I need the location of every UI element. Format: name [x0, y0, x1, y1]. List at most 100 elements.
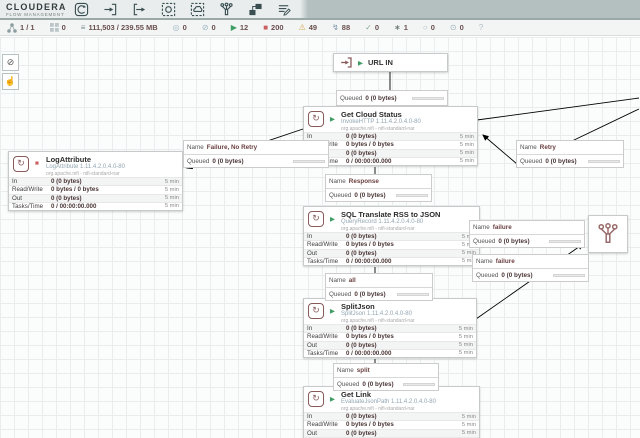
processor-glyph-icon: ↻: [308, 211, 324, 227]
processor-type: InvokeHTTP 1.11.4.2.0.4.0-80: [341, 119, 421, 125]
connection-label-failure-1[interactable]: Namefailure Queued0 (0 bytes): [469, 220, 585, 248]
stat-row-readwrite: Read/Write0 bytes / 0 bytes5 min: [304, 332, 476, 340]
not-transmitting-count: 0: [212, 23, 216, 32]
stat-row-out: Out0 (0 bytes)5 min: [304, 149, 477, 157]
input-port-glyph-icon: [340, 56, 353, 69]
processor-title: Get Cloud Status: [341, 110, 402, 119]
stat-row-in: In0 (0 bytes)5 min: [9, 177, 182, 185]
stopped-count: 200: [271, 23, 284, 32]
transmitting-icon: ◎: [173, 24, 180, 32]
processor-title: SQL Translate RSS to JSON: [341, 210, 440, 219]
remote-process-group-icon[interactable]: [190, 2, 205, 17]
asterisk-icon: ∗: [394, 24, 401, 32]
processor-icon[interactable]: [74, 2, 89, 17]
stat-row-taskstime: Tasks/Time0 / 00:00:00.0005 min: [9, 202, 182, 210]
flow-canvas[interactable]: ⊘ ☝ ▶ URL IN Queued0 (0 bytes) ↻ ▶ Get C…: [0, 37, 640, 438]
running-status: ▶12: [231, 23, 249, 32]
cloudera-logo: CLOUDERA FLOW MANAGEMENT: [0, 2, 66, 17]
stat-row-readwrite: Read/Write0 bytes / 0 bytes5 min: [304, 420, 479, 428]
template-icon[interactable]: [248, 2, 263, 17]
funnel-component[interactable]: [588, 215, 628, 253]
stat-row-out: Out0 (0 bytes)5 min: [304, 249, 479, 257]
run-status-icon: ■: [35, 160, 39, 167]
processor-title: LogAttribute: [46, 155, 91, 164]
sync-failure-count: 0: [460, 23, 464, 32]
cluster-icon: [7, 23, 17, 33]
cluster-status: 1 / 1: [7, 23, 35, 33]
processor-get-link[interactable]: ↻ ▶ Get Link EvaluateJsonPath 1.11.4.2.0…: [303, 386, 480, 438]
brand-name: CLOUDERA: [6, 2, 66, 12]
stat-row-readwrite: Read/Write0 bytes / 0 bytes5 min: [304, 140, 477, 148]
disabled-status: ↯88: [332, 23, 350, 32]
connection-label-all[interactable]: Nameall Queued0 (0 bytes): [325, 273, 433, 301]
processor-glyph-icon: ↻: [13, 156, 29, 172]
processor-logattribute[interactable]: ↻ ■ LogAttribute LogAttribute 1.11.4.2.0…: [8, 151, 183, 211]
funnel-icon[interactable]: [219, 2, 234, 17]
backpressure-bar: [397, 293, 429, 296]
up-to-date-count: 0: [375, 23, 379, 32]
stat-row-out: Out0 (0 bytes)5 min: [304, 429, 479, 437]
invalid-warning-icon: ⚠: [299, 24, 306, 32]
processor-sql-translate-rss-to-json[interactable]: ↻ ▶ SQL Translate RSS to JSON QueryRecor…: [303, 206, 480, 266]
backpressure-bar: [412, 97, 444, 100]
stopped-status: ■200: [263, 23, 283, 32]
processor-type: QueryRecord 1.11.4.2.0.4.0-80: [341, 219, 423, 225]
funnel-glyph-icon: [596, 222, 620, 246]
connection-label-split[interactable]: Namesplit Queued0 (0 bytes): [333, 363, 439, 391]
queue-icon: ≡: [81, 24, 86, 32]
run-status-icon: ▶: [330, 307, 335, 315]
run-status-icon: ▶: [330, 215, 335, 223]
connection-label-failure-2[interactable]: Namefailure Queued0 (0 bytes): [472, 254, 589, 282]
input-port-url-in[interactable]: ▶ URL IN: [333, 53, 448, 72]
port-running-icon: ▶: [358, 59, 363, 67]
invalid-count: 49: [309, 23, 317, 32]
processor-title: SplitJson: [341, 302, 375, 311]
run-status-icon: ▶: [330, 395, 335, 403]
connection-label-failure-no-retry[interactable]: NameFailure, No Retry Queued0 (0 bytes): [183, 140, 329, 168]
stat-row-in: In0 (0 bytes)5 min: [304, 232, 479, 240]
app-header: CLOUDERA FLOW MANAGEMENT: [0, 0, 640, 20]
transmitting-status: ◎0: [173, 23, 187, 32]
processor-splitjson[interactable]: ↻ ▶ SplitJson SplitJson 1.11.4.2.0.4.0-8…: [303, 298, 477, 358]
input-port-icon[interactable]: [103, 2, 118, 17]
processor-get-cloud-status[interactable]: ↻ ▶ Get Cloud Status InvokeHTTP 1.11.4.2…: [303, 106, 478, 166]
stat-row-in: In0 (0 bytes)5 min: [304, 132, 477, 140]
not-transmitting-icon: ⊘: [202, 24, 209, 32]
stat-row-taskstime: Tasks/Time0 / 00:00:00.0005 min: [304, 157, 477, 165]
sync-failure-icon: ⊙: [450, 24, 457, 32]
wire-retry-to-getcloudstatus[interactable]: [483, 135, 517, 164]
locally-modified-status: ∗1: [394, 23, 408, 32]
stat-row-out: Out0 (0 bytes)5 min: [304, 341, 476, 349]
brand-subtitle: FLOW MANAGEMENT: [6, 12, 66, 17]
label-icon[interactable]: [277, 2, 292, 17]
hand-tool-button[interactable]: ☝: [2, 73, 19, 90]
up-to-date-status: ✓0: [365, 23, 379, 32]
port-name: URL IN: [368, 58, 393, 67]
help-icon[interactable]: ?: [479, 24, 483, 32]
processor-type: EvaluateJsonPath 1.11.4.2.0.4.0-80: [341, 399, 436, 405]
stale-circle-icon: ○: [423, 24, 428, 32]
processor-glyph-icon: ↻: [308, 303, 324, 319]
stat-row-readwrite: Read/Write0 bytes / 0 bytes5 min: [304, 240, 479, 248]
block-tool-button[interactable]: ⊘: [2, 54, 19, 71]
cluster-count: 1 / 1: [20, 23, 35, 32]
locally-modified-count: 1: [404, 23, 408, 32]
wire-retry-out[interactable]: [477, 98, 639, 120]
processor-title: Get Link: [341, 390, 371, 399]
backpressure-bar: [553, 274, 585, 277]
output-port-icon[interactable]: [132, 2, 147, 17]
connection-label-retry[interactable]: NameRetry Queued0 (0 bytes): [516, 140, 624, 168]
connection-label-response[interactable]: NameResponse Queued0 (0 bytes): [325, 174, 432, 202]
stat-row-out: Out0 (0 bytes)5 min: [9, 194, 182, 202]
help-status[interactable]: ?: [479, 24, 483, 32]
stat-row-in: In0 (0 bytes)5 min: [304, 324, 476, 332]
queued-amount: 111,503 / 239.55 MB: [88, 23, 157, 32]
process-group-icon[interactable]: [161, 2, 176, 17]
processor-type: SplitJson 1.11.4.2.0.4.0-80: [341, 311, 412, 317]
backpressure-bar: [403, 383, 435, 386]
backpressure-bar: [549, 240, 581, 243]
wire-retry-return[interactable]: [572, 109, 639, 141]
transmitting-count: 0: [183, 23, 187, 32]
connection-label-urlin[interactable]: Queued0 (0 bytes): [336, 90, 448, 106]
